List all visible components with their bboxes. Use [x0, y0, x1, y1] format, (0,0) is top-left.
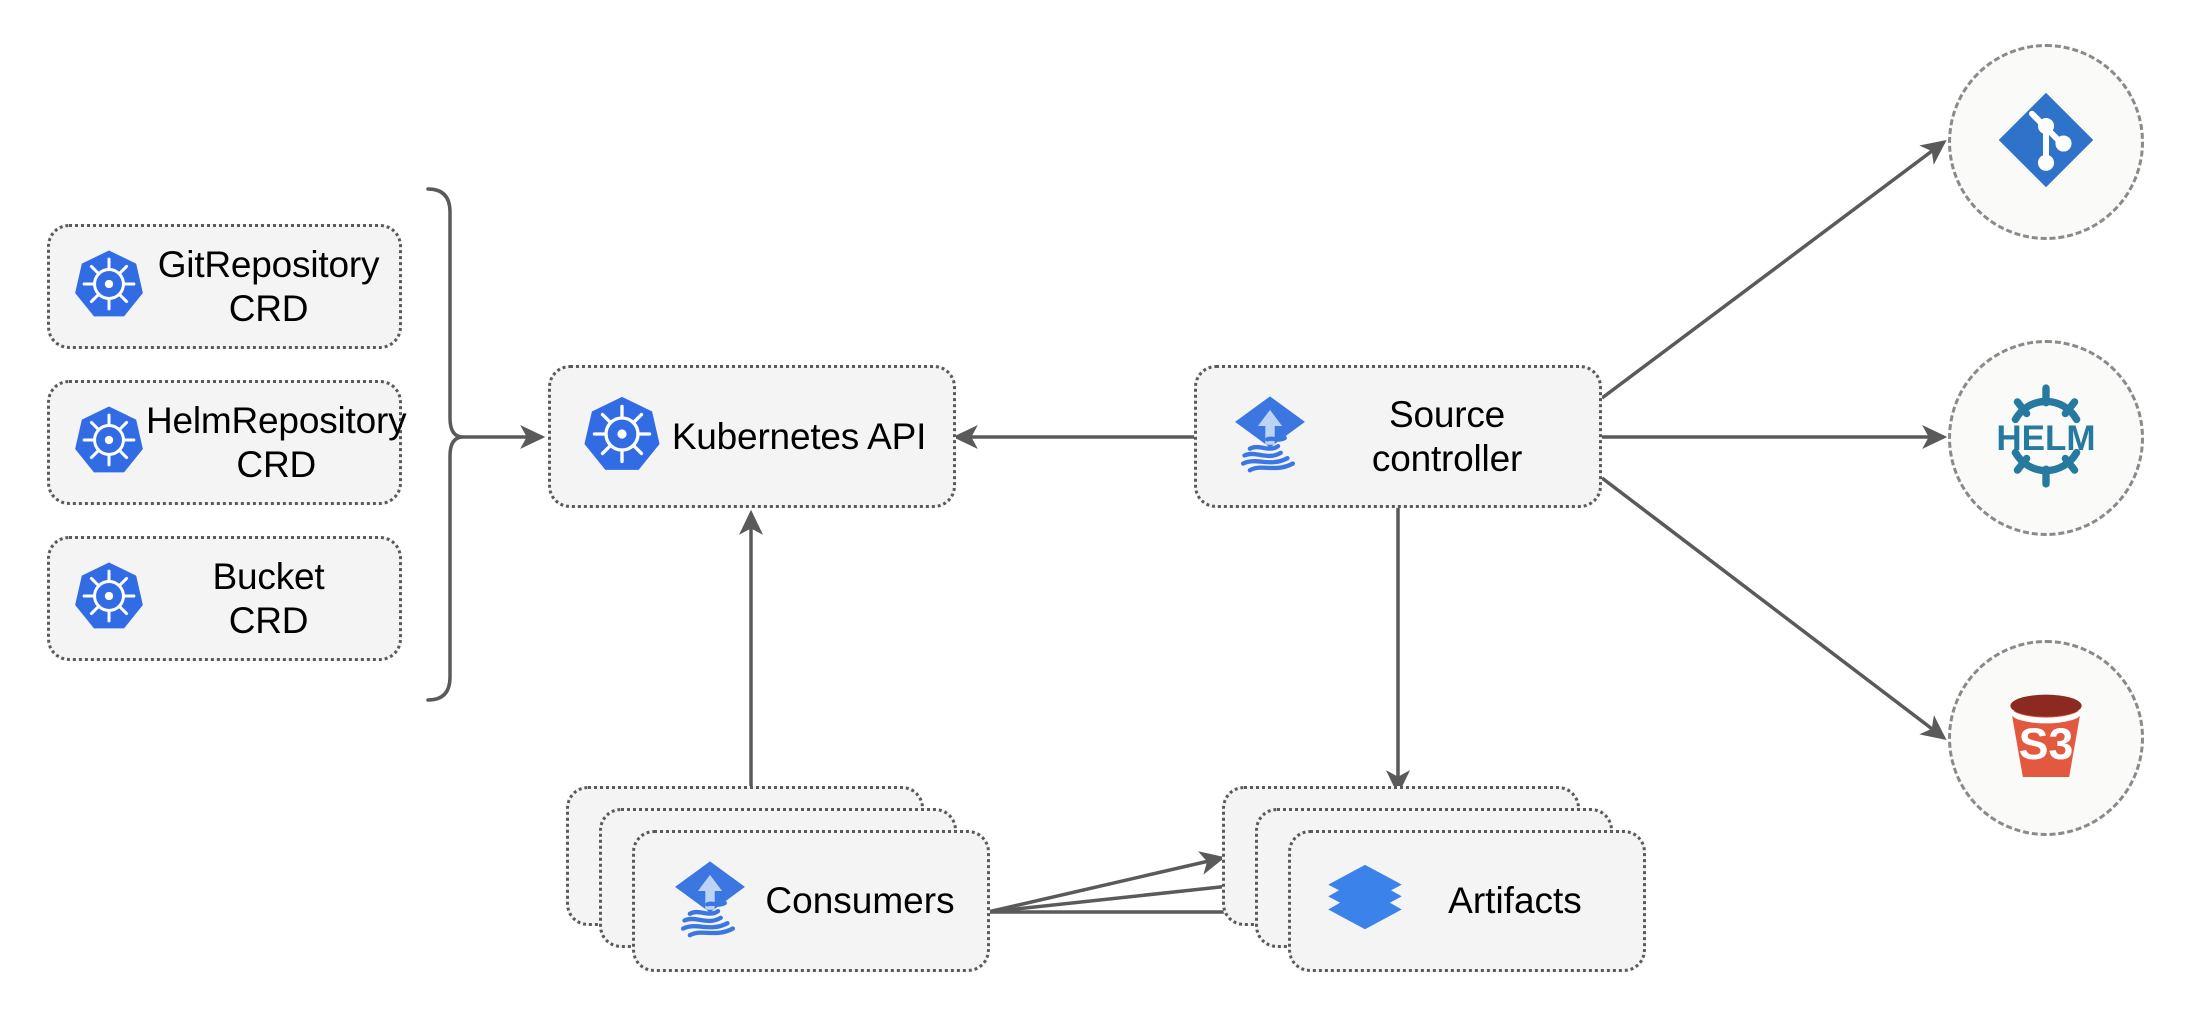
helm-wordmark: HELM: [1996, 418, 2095, 457]
source-controller-box[interactable]: Source controller: [1194, 365, 1602, 508]
edge-consumers-to-artifacts-top: [987, 851, 1226, 914]
kubernetes-icon: [72, 403, 146, 482]
crd-group-brace: [426, 187, 464, 702]
consumers-stack[interactable]: Consumers: [566, 786, 990, 972]
edge-source-to-s3: [1600, 476, 1947, 740]
crd-label: GitRepository CRD: [157, 243, 380, 329]
source-controller-label: Source controller: [1371, 393, 1523, 479]
artifacts-label: Artifacts: [1448, 880, 1582, 921]
flux-icon: [1227, 391, 1313, 482]
edge-source-to-git: [1600, 140, 1947, 400]
kubernetes-icon: [72, 247, 146, 326]
s3-bucket-icon: S3: [1989, 679, 2103, 798]
crd-box-helmrepository[interactable]: HelmRepository CRD: [47, 380, 407, 505]
s3-wordmark: S3: [2019, 720, 2073, 769]
consumers-label: Consumers: [765, 880, 955, 921]
artifacts-card-front[interactable]: Artifacts: [1288, 830, 1646, 972]
crd-box-bucket[interactable]: Bucket CRD: [47, 536, 402, 661]
kubernetes-api-label: Kubernetes API: [671, 415, 927, 457]
helm-source-circle[interactable]: HELM: [1948, 340, 2144, 536]
consumers-card-front[interactable]: Consumers: [632, 830, 990, 972]
git-source-circle[interactable]: [1948, 44, 2144, 240]
s3-source-circle[interactable]: S3: [1948, 640, 2144, 836]
crd-box-gitrepository[interactable]: GitRepository CRD: [47, 224, 402, 349]
kubernetes-icon: [72, 559, 146, 638]
layers-icon: [1323, 857, 1407, 946]
crd-label: HelmRepository CRD: [146, 399, 407, 485]
kubernetes-icon: [581, 393, 663, 480]
helm-icon: HELM: [1987, 377, 2105, 500]
artifacts-stack[interactable]: Artifacts: [1222, 786, 1646, 972]
edge-consumers-to-artifacts-mid: [987, 874, 1252, 914]
git-icon: [1990, 84, 2102, 201]
flux-icon: [667, 856, 753, 947]
crd-label: Bucket CRD: [212, 555, 325, 641]
kubernetes-api-box[interactable]: Kubernetes API: [548, 365, 956, 508]
